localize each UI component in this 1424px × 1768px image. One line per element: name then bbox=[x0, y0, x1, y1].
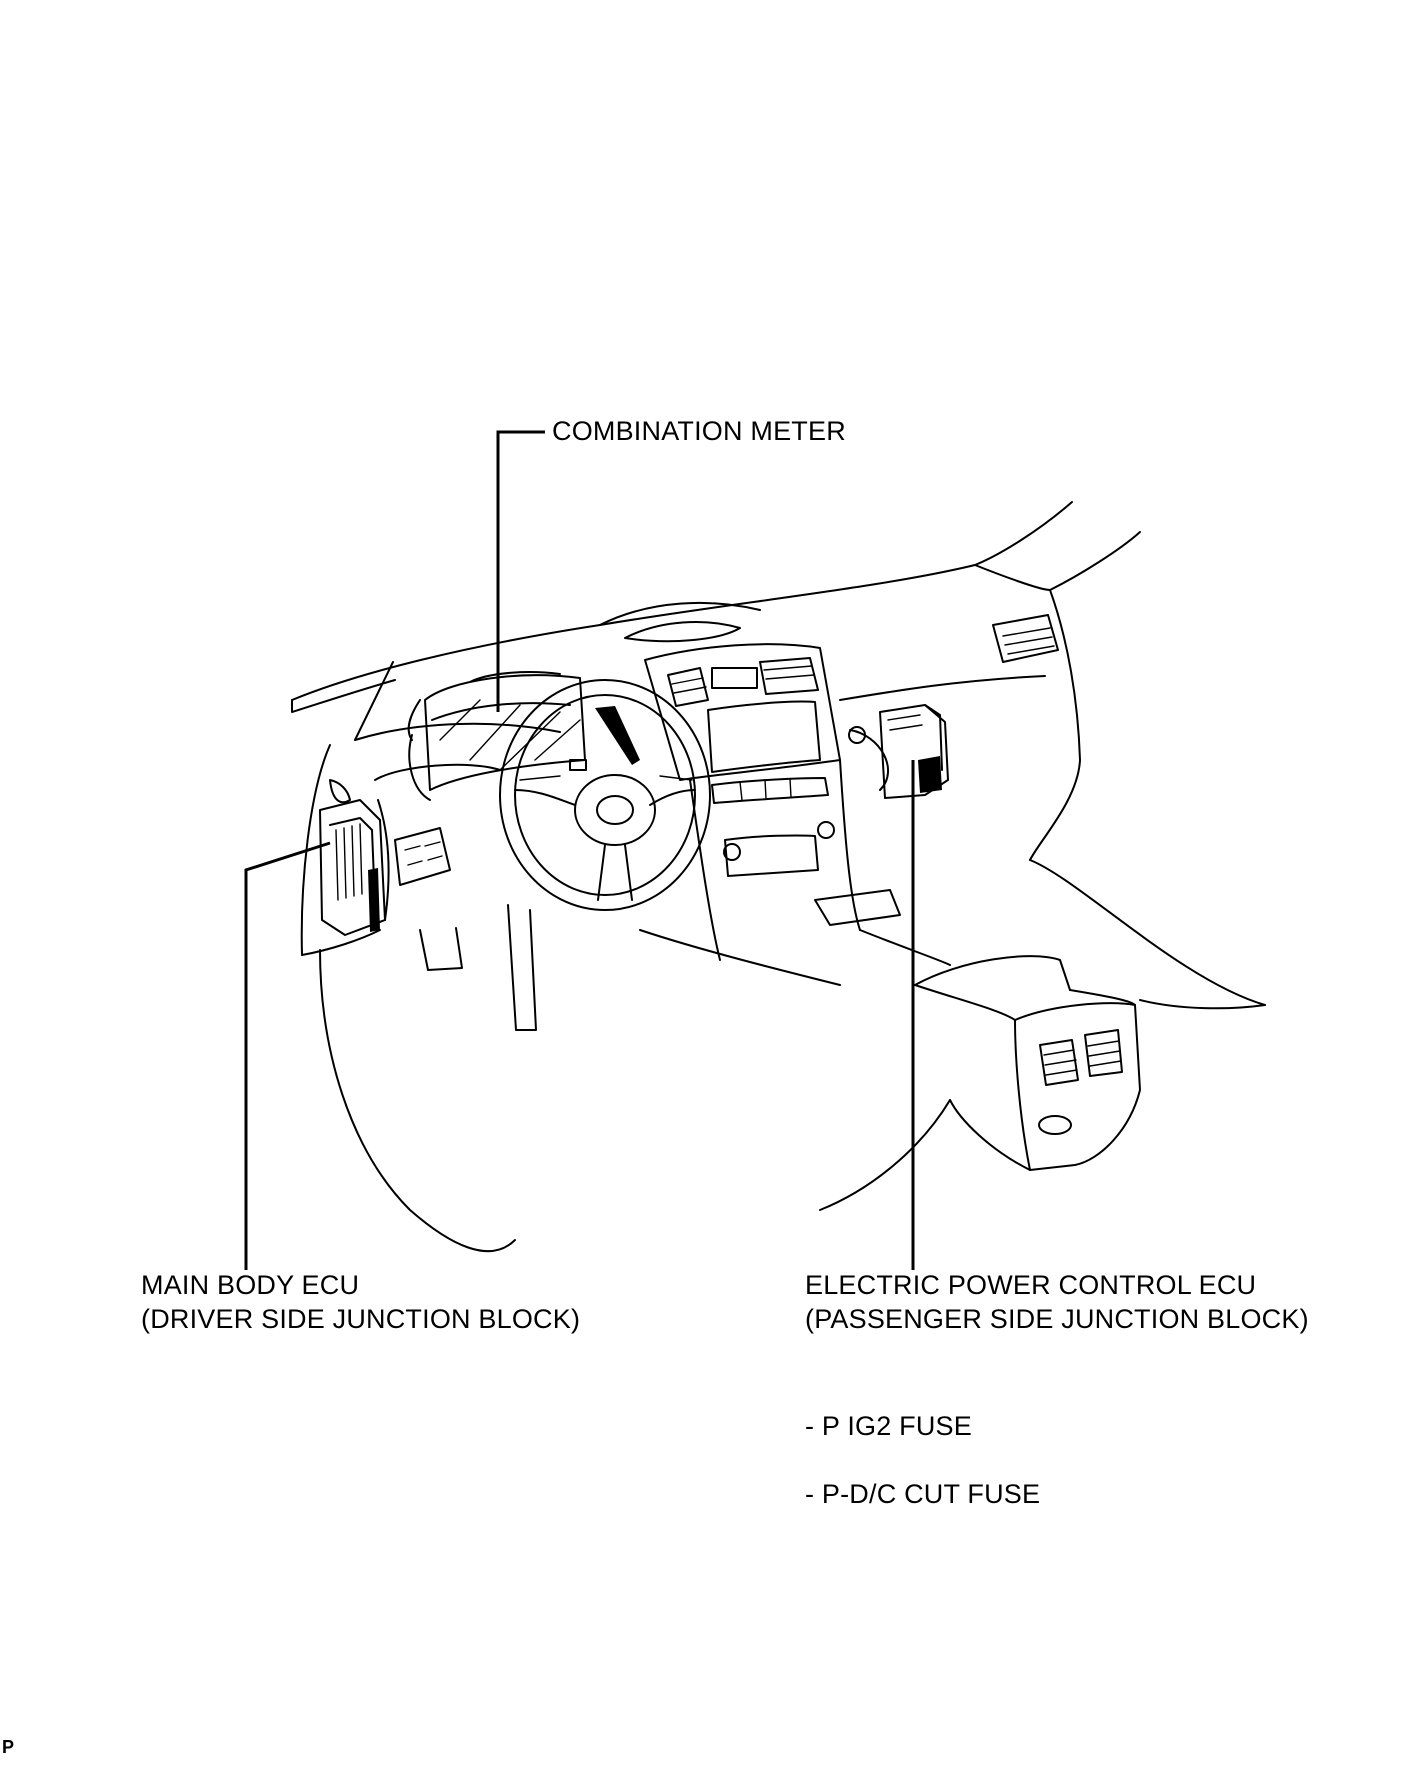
label-electric-power-control-ecu: ELECTRIC POWER CONTROL ECU bbox=[805, 1270, 1257, 1300]
passenger-dash bbox=[839, 675, 1046, 791]
passenger-junction-block bbox=[879, 704, 949, 799]
dashboard-left-side bbox=[300, 722, 561, 1253]
center-stack bbox=[644, 643, 861, 961]
side-vent-right bbox=[992, 614, 1059, 663]
floor-console bbox=[639, 859, 1266, 1211]
driver-junction-block bbox=[319, 799, 451, 936]
label-passenger-side-junction-block: (PASSENGER SIDE JUNCTION BLOCK) bbox=[805, 1304, 1309, 1334]
label-driver-side-junction-block: (DRIVER SIDE JUNCTION BLOCK) bbox=[141, 1304, 581, 1334]
leader-main-body-ecu bbox=[244, 841, 331, 1270]
steering-column bbox=[419, 904, 537, 1031]
dashboard-top bbox=[291, 564, 1081, 861]
label-combination-meter: COMBINATION METER bbox=[552, 416, 846, 446]
label-fuse-p-ig2: - P IG2 FUSE bbox=[805, 1411, 972, 1441]
combination-meter-shape bbox=[407, 671, 640, 801]
corner-mark: P bbox=[2, 1737, 15, 1757]
leader-combination-meter bbox=[496, 430, 545, 712]
label-fuse-p-dc-cut: - P-D/C CUT FUSE bbox=[805, 1479, 1041, 1509]
label-main-body-ecu: MAIN BODY ECU bbox=[141, 1270, 360, 1300]
windshield-outline bbox=[974, 501, 1141, 591]
leader-lines bbox=[244, 430, 915, 1270]
